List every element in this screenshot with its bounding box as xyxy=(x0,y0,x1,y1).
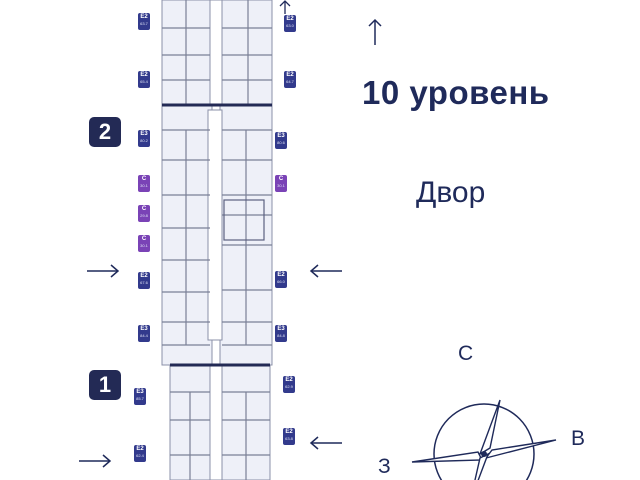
unit-area: 84.4 xyxy=(140,333,148,338)
unit-code: E2 xyxy=(136,446,144,452)
arrow-right-icon xyxy=(79,454,112,468)
unit-area: 66.0 xyxy=(277,279,285,284)
unit-code: E2 xyxy=(286,72,294,78)
arrow-up-icon xyxy=(368,18,382,45)
unit-code: E2 xyxy=(285,429,293,435)
unit-code: E3 xyxy=(140,326,148,332)
unit-code: E2 xyxy=(286,16,294,22)
section-badge-1[interactable]: 1 xyxy=(89,370,121,400)
unit-area: 30.1 xyxy=(277,183,285,188)
section-badge-2[interactable]: 2 xyxy=(89,117,121,147)
unit-code: E3 xyxy=(277,133,285,139)
compass-east-label: В xyxy=(571,427,586,450)
unit-area: 30.1 xyxy=(140,243,148,248)
arrow-up-icon xyxy=(279,0,291,14)
arrow-right-icon xyxy=(87,264,120,278)
unit-code: C xyxy=(278,176,284,182)
unit-code: C xyxy=(141,236,147,242)
unit-area: 63.0 xyxy=(286,23,294,28)
unit-code: C xyxy=(141,176,147,182)
floor-title: 10 уровень xyxy=(362,74,550,111)
unit-code: E3 xyxy=(140,131,148,137)
unit-code: C xyxy=(141,206,147,212)
unit-area: 67.6 xyxy=(140,280,148,285)
compass-west-label: З xyxy=(378,455,391,478)
unit-area: 65.4 xyxy=(140,79,148,84)
arrow-left-icon xyxy=(309,436,342,450)
unit-area: 30.1 xyxy=(140,183,148,188)
unit-area: 80.2 xyxy=(140,138,148,143)
unit-code: E2 xyxy=(285,377,293,383)
unit-code: E2 xyxy=(277,272,285,278)
unit-code: E2 xyxy=(140,72,148,78)
unit-area: 84.8 xyxy=(277,333,285,338)
unit-area: 63.7 xyxy=(140,21,148,26)
unit-area: 64.7 xyxy=(286,79,294,84)
compass-rose-icon xyxy=(411,399,557,480)
unit-area: 85.7 xyxy=(136,396,144,401)
unit-code: E2 xyxy=(140,14,148,20)
yard-label: Двор xyxy=(416,176,486,209)
unit-area: 29.8 xyxy=(140,213,148,218)
floor-plan xyxy=(161,0,273,480)
unit-code: E2 xyxy=(140,273,148,279)
unit-code: E3 xyxy=(136,389,144,395)
unit-area: 62.4 xyxy=(136,453,144,458)
unit-code: E3 xyxy=(277,326,285,332)
arrow-left-icon xyxy=(309,264,342,278)
unit-area: 80.6 xyxy=(277,140,285,145)
unit-area: 62.9 xyxy=(285,384,293,389)
unit-area: 63.8 xyxy=(285,436,293,441)
compass-north-label: С xyxy=(458,342,474,365)
